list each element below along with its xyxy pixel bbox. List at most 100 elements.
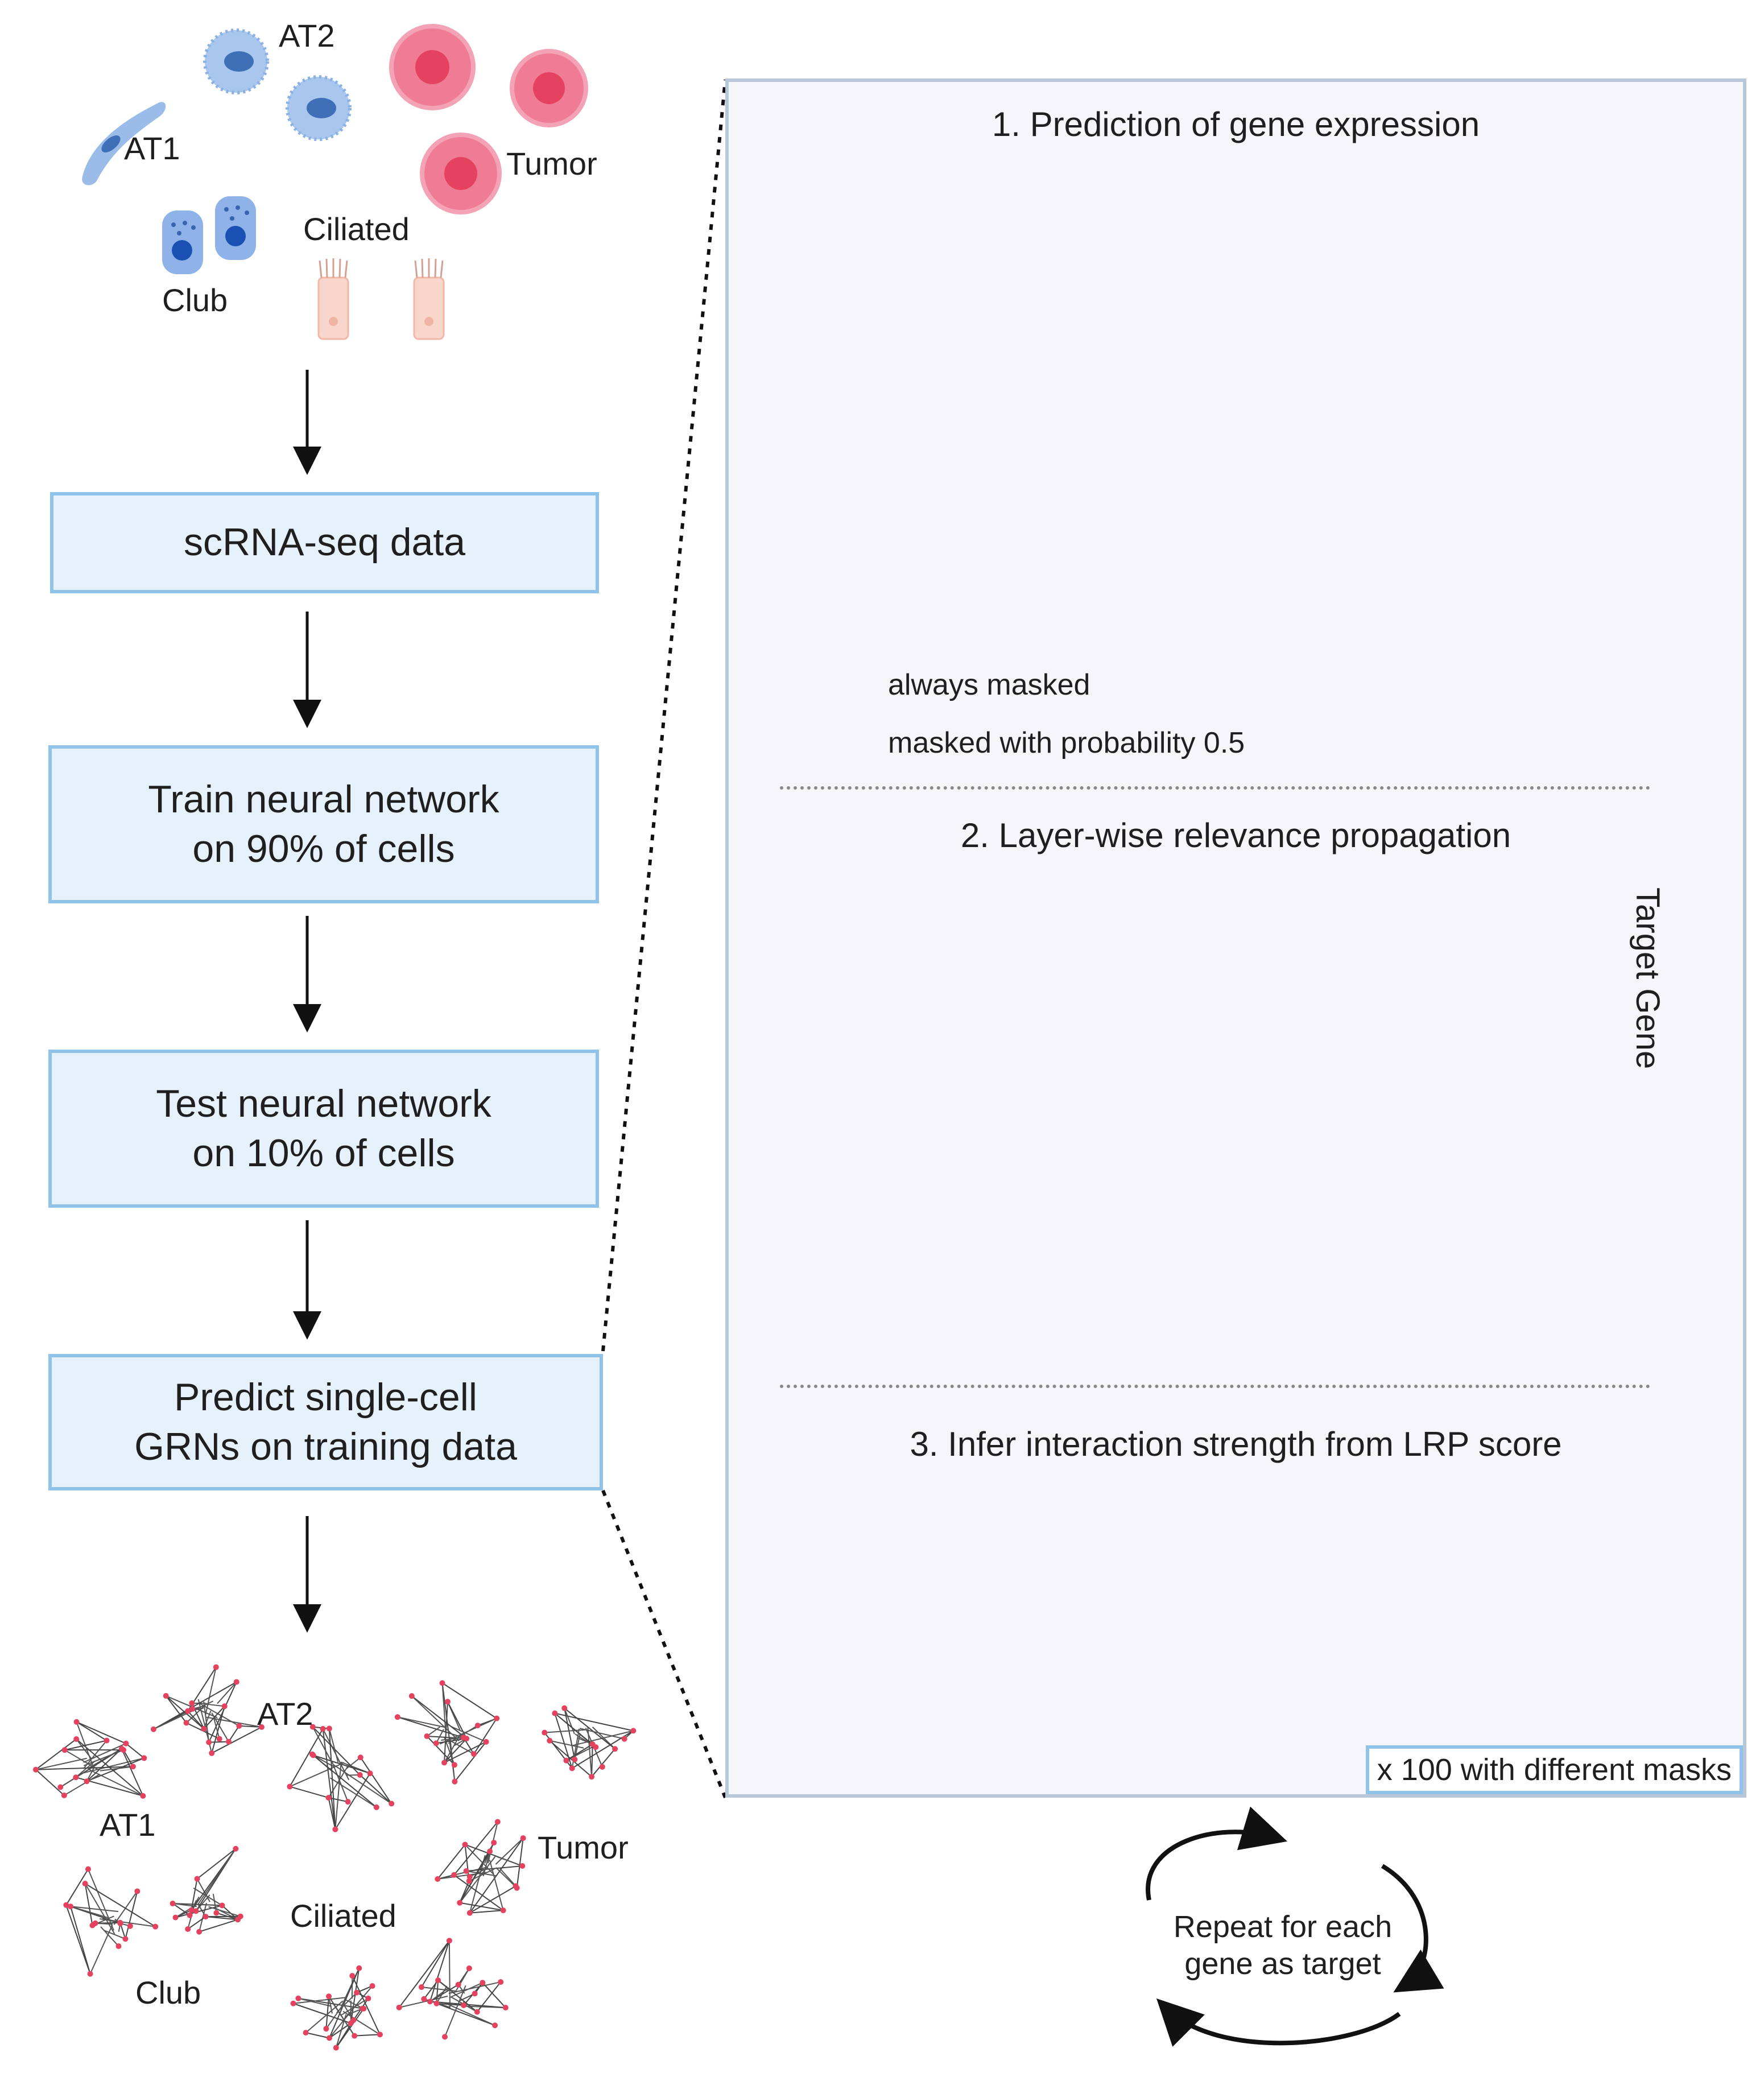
grn-node [498, 1979, 504, 1985]
grn-node [455, 1981, 461, 1988]
grn-edge [591, 1748, 615, 1777]
grn-node [233, 1845, 239, 1852]
grn-node [589, 1774, 595, 1780]
grn-node [500, 1907, 506, 1914]
grn-edge [441, 1683, 447, 1732]
grn-node [494, 1819, 501, 1825]
grn-edge [298, 1997, 332, 2007]
grn-node [444, 1699, 451, 1705]
grn-node [333, 2045, 339, 2051]
grn-mini-network [32, 1719, 147, 1799]
grn-node [487, 1848, 493, 1855]
grn-node [474, 2009, 480, 2015]
grn-node [194, 1876, 200, 1882]
grn-edge [341, 1998, 369, 2016]
grn-edge [346, 1757, 361, 1769]
grn-mini-network [435, 1819, 526, 1916]
grn-node [433, 1740, 439, 1746]
grn-edge [399, 1996, 448, 2008]
grn-node [547, 1737, 553, 1744]
grn-node [92, 1920, 98, 1926]
flow-step-text: Test neural network [156, 1081, 491, 1125]
grn-edge [591, 1744, 593, 1777]
grn-edge [411, 1695, 460, 1741]
grn-edge [398, 1940, 450, 2008]
grn-node [519, 1863, 526, 1869]
grn-edge [88, 1769, 143, 1797]
grn-node [520, 1835, 526, 1841]
grn-edge [70, 1906, 119, 1913]
grn-edge [64, 1774, 100, 1796]
grn-node [206, 1739, 212, 1745]
grn-node [593, 1744, 599, 1750]
grn-edge [448, 1940, 451, 2008]
grn-node [396, 2004, 402, 2010]
at2-cell-icon [203, 28, 269, 94]
grn-edge [313, 1754, 377, 1808]
grn-edge [187, 1916, 206, 1930]
grn-node [233, 1679, 239, 1685]
flow-step-text: on 10% of cells [192, 1132, 455, 1175]
at2-cell-icon [286, 75, 352, 141]
grn-edge [100, 1766, 133, 1771]
grn-node [104, 1737, 110, 1744]
grn-edge [342, 2003, 354, 2021]
grn-edge [459, 1851, 491, 1903]
tumor-cell-icon [420, 133, 502, 214]
club-cell-icon [215, 196, 256, 260]
grn-node [474, 1723, 481, 1729]
grn-edge [334, 1773, 371, 1830]
section-divider [780, 1385, 1650, 1388]
grn-node [121, 1747, 127, 1753]
grn-edge [444, 1985, 466, 2037]
grn-edge [444, 1740, 457, 1764]
grn-edge [121, 1748, 144, 1797]
grn-node [134, 1888, 141, 1894]
grn-node [63, 1902, 69, 1908]
grn-edge [191, 1878, 198, 1910]
grn-edge [60, 1764, 97, 1788]
grn-node [87, 1971, 93, 1977]
grn-edge [76, 1721, 108, 1741]
grn-node [352, 2033, 358, 2039]
grn-node [213, 1664, 219, 1670]
grn-node [189, 1706, 196, 1712]
grn-edge [104, 1930, 126, 1940]
grn-node [290, 2000, 296, 2006]
grn-edge [325, 1996, 330, 2029]
grn-node [326, 2035, 332, 2041]
grn-edge [89, 1925, 113, 1975]
grn-node [464, 1736, 470, 1742]
grn-node [187, 1912, 193, 1918]
cell-illustrations [82, 24, 588, 340]
grn-node [457, 1899, 463, 1906]
grn-edge [213, 1717, 220, 1739]
grn-node [446, 1938, 452, 1944]
grn-edge [495, 1837, 524, 1865]
cell-label-at1: AT1 [124, 130, 180, 166]
grn-edge [212, 1894, 217, 1913]
grn-edge [172, 1903, 197, 1907]
grn-edge [289, 1762, 345, 1787]
grn-node [152, 1923, 159, 1930]
grn-node [323, 2026, 329, 2032]
grn-edge [153, 1681, 237, 1730]
repeat-masks-badge: x 100 with different masks [1365, 1745, 1743, 1794]
grn-edge [350, 1968, 360, 2024]
grn-edge [125, 1742, 144, 1759]
grn-node [367, 1770, 373, 1777]
grn-node [569, 1765, 575, 1771]
grn-node [326, 1725, 332, 1732]
grn-edge [459, 1856, 496, 1903]
grn-node [326, 1993, 332, 2000]
grn-node [421, 1996, 427, 2002]
grn-node [193, 1908, 199, 1914]
grn-node [188, 1907, 195, 1913]
grn-node [357, 1754, 363, 1761]
grn-node [85, 1866, 91, 1872]
grn-mini-network [150, 1664, 265, 1756]
grn-node [183, 1720, 189, 1726]
grn-node [612, 1746, 618, 1752]
grn-edge [466, 1865, 523, 1872]
grn-edge [328, 1728, 336, 1830]
